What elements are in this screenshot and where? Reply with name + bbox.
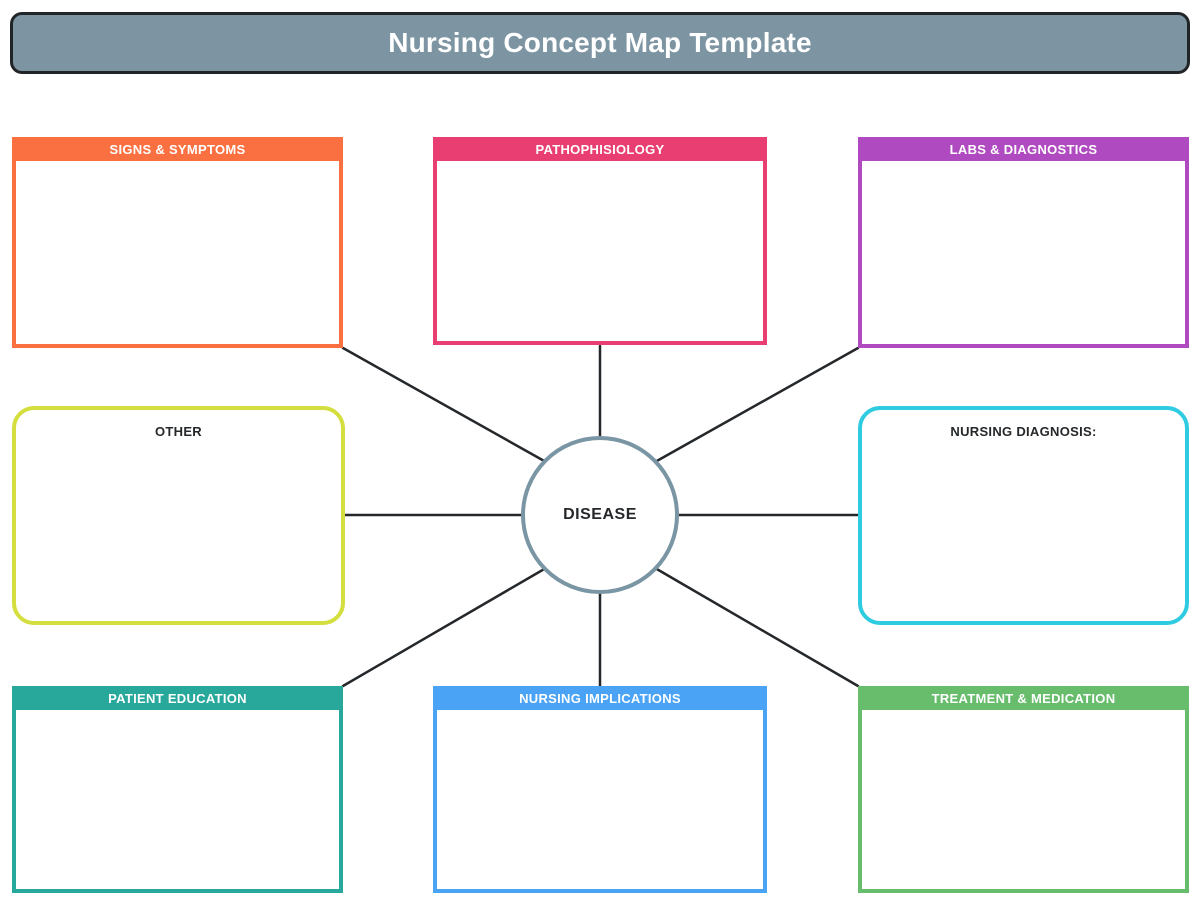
node-disease-center[interactable]: DISEASE xyxy=(521,436,679,594)
node-nursing-implications[interactable]: NURSING IMPLICATIONS xyxy=(433,686,767,893)
node-body-pathophisiology[interactable] xyxy=(437,161,763,341)
page-title: Nursing Concept Map Template xyxy=(388,27,812,58)
node-header-nursing-implications: NURSING IMPLICATIONS xyxy=(433,686,767,710)
node-label-disease: DISEASE xyxy=(563,506,637,523)
node-header-labs-diagnostics: LABS & DIAGNOSTICS xyxy=(858,137,1189,161)
node-nursing-diagnosis[interactable]: NURSING DIAGNOSIS: xyxy=(858,406,1189,625)
node-header-patient-education: PATIENT EDUCATION xyxy=(12,686,343,710)
node-header-pathophisiology: PATHOPHISIOLOGY xyxy=(433,137,767,161)
connector-patient-education xyxy=(341,566,548,688)
node-body-other[interactable] xyxy=(16,439,341,621)
node-body-nursing-implications[interactable] xyxy=(437,710,763,889)
node-other[interactable]: OTHER xyxy=(12,406,345,625)
page-title-bar: Nursing Concept Map Template xyxy=(10,12,1190,74)
node-body-labs-diagnostics[interactable] xyxy=(862,161,1185,344)
node-labs-diagnostics[interactable]: LABS & DIAGNOSTICS xyxy=(858,137,1189,348)
node-body-signs-symptoms[interactable] xyxy=(16,161,339,344)
node-label-nursing-diagnosis: NURSING DIAGNOSIS: xyxy=(950,424,1097,439)
node-patient-education[interactable]: PATIENT EDUCATION xyxy=(12,686,343,893)
connector-treatment-medication xyxy=(653,566,860,688)
connector-labs-diagnostics xyxy=(653,346,860,464)
node-label-other: OTHER xyxy=(155,424,202,439)
node-header-signs-symptoms: SIGNS & SYMPTOMS xyxy=(12,137,343,161)
node-body-patient-education[interactable] xyxy=(16,710,339,889)
connector-signs-symptoms xyxy=(341,346,548,464)
node-body-treatment-medication[interactable] xyxy=(862,710,1185,889)
node-body-nursing-diagnosis[interactable] xyxy=(862,439,1185,621)
node-treatment-medication[interactable]: TREATMENT & MEDICATION xyxy=(858,686,1189,893)
node-pathophisiology[interactable]: PATHOPHISIOLOGY xyxy=(433,137,767,345)
node-header-treatment-medication: TREATMENT & MEDICATION xyxy=(858,686,1189,710)
node-signs-symptoms[interactable]: SIGNS & SYMPTOMS xyxy=(12,137,343,348)
